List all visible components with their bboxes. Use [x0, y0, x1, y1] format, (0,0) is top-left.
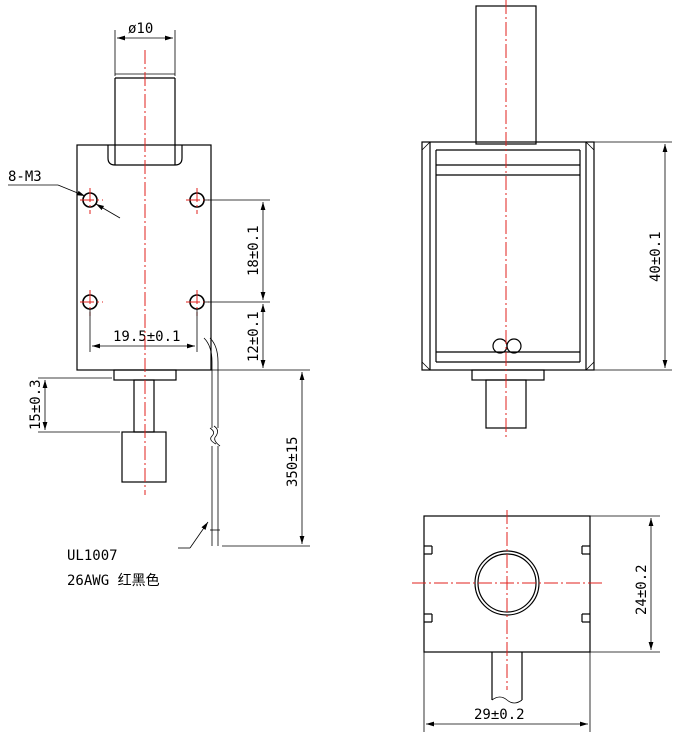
holes-label: 8-M3 — [8, 169, 42, 185]
height-label: 40±0.1 — [648, 231, 664, 282]
side-terminal — [492, 338, 508, 354]
front-vertical-dimensions: 18±0.1 12±0.1 — [204, 199, 270, 371]
plunger-extension-dimension: 15±0.3 — [28, 377, 120, 433]
lead-wires — [203, 337, 221, 546]
lead-length-label: 350±15 — [285, 436, 301, 487]
side-terminal — [506, 338, 522, 354]
side-frame — [421, 141, 595, 371]
side-view: 40±0.1 — [421, 0, 672, 440]
front-view: ø10 8-M3 — [8, 21, 310, 589]
wire-spec-line2: 26AWG 红黑色 — [67, 572, 160, 589]
side-lower-plunger — [471, 369, 545, 429]
wire-spec-note: UL1007 26AWG 红黑色 — [67, 521, 209, 589]
bottom-shaft — [491, 652, 523, 704]
bottom-offset-label: 12±0.1 — [246, 311, 262, 362]
side-height-dimension: 40±0.1 — [594, 141, 672, 371]
wire-spec-line1: UL1007 — [67, 548, 118, 564]
bottom-frame-slots — [424, 545, 590, 623]
holes-callout: 8-M3 — [8, 169, 121, 219]
diameter-label: ø10 — [128, 21, 153, 37]
horizontal-pitch-label: 19.5±0.1 — [113, 329, 180, 345]
depth-label: 24±0.2 — [634, 564, 650, 615]
width-label: 29±0.2 — [474, 707, 525, 723]
lead-length-dimension: 350±15 — [222, 369, 310, 547]
front-horizontal-dimension: 19.5±0.1 — [89, 309, 198, 352]
bottom-depth-dimension: 24±0.2 — [590, 515, 660, 653]
front-diameter-dimension: ø10 — [114, 21, 176, 76]
bottom-width-dimension: 29±0.2 — [423, 652, 591, 732]
plunger-extension-label: 15±0.3 — [28, 379, 44, 430]
vertical-pitch-label: 18±0.1 — [246, 225, 262, 276]
bottom-view: 24±0.2 29±0.2 — [412, 510, 660, 732]
